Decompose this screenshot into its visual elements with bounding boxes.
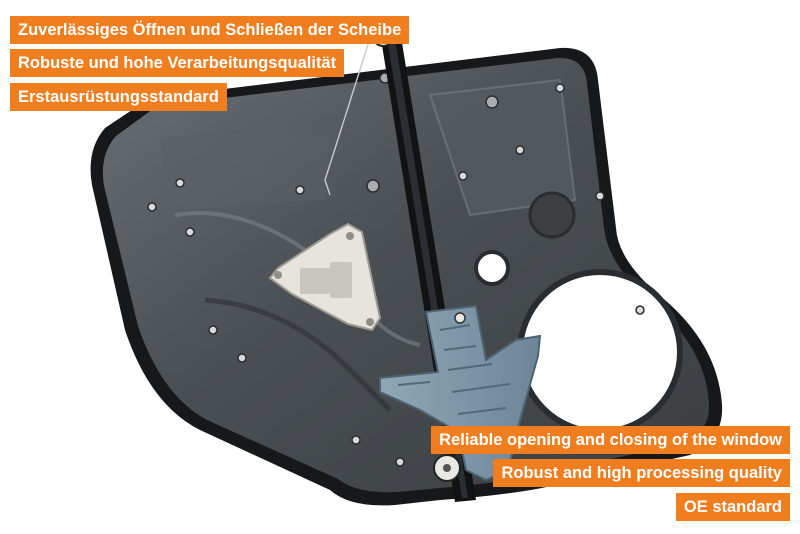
regulator-cable — [324, 31, 373, 196]
speaker-opening — [517, 269, 683, 435]
feature-label-en-1: Reliable opening and closing of the wind… — [431, 426, 790, 454]
white-bracket — [268, 222, 382, 332]
access-hole — [474, 250, 510, 286]
access-hole — [528, 191, 576, 239]
feature-label-de-1: Zuverlässiges Öffnen und Schließen der S… — [10, 16, 410, 44]
feature-label-en-2: Robust and high processing quality — [493, 459, 790, 487]
feature-label-en-3: OE standard — [675, 493, 790, 521]
feature-label-de-3: Erstausrüstungsstandard — [10, 83, 227, 111]
feature-label-de-2: Robuste und hohe Verarbeitungsqualität — [10, 49, 345, 77]
